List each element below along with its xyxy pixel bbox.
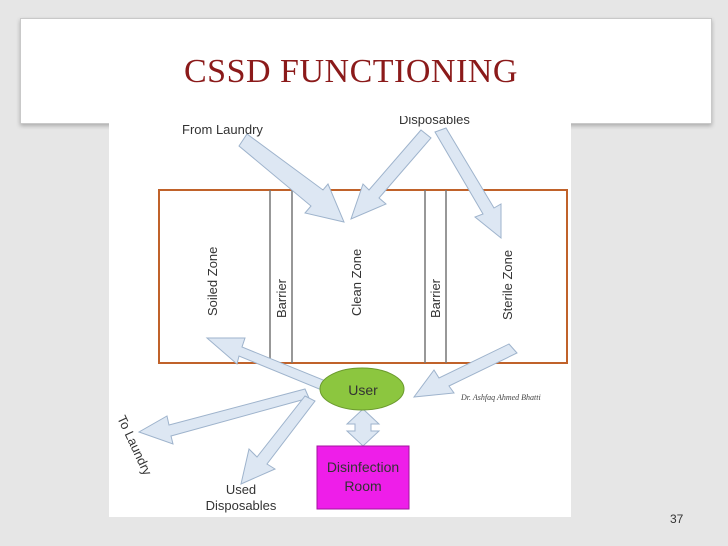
soiled-zone-label: Soiled Zone [205, 247, 220, 316]
arrow-sterile-to-user [412, 343, 518, 398]
arrow-disposables-to-sterile [434, 127, 502, 240]
barrier-2-label: Barrier [428, 278, 443, 318]
barrier-lines-1 [269, 190, 293, 363]
user-label: User [348, 382, 378, 398]
title-banner: CSSD FUNCTIONING [20, 18, 712, 124]
arrow-disposables-to-clean [350, 129, 432, 220]
arrow-laundry-to-clean [238, 133, 345, 223]
from-laundry-label: From Laundry [182, 122, 263, 137]
arrow-user-to-laundry [137, 388, 310, 445]
arrow-user-to-used-disposables [240, 395, 316, 485]
diagram-canvas: .arr { fill: #dde7f3; stroke: #9eb3cc; s… [114, 116, 568, 513]
sterile-zone-label: Sterile Zone [500, 250, 515, 320]
to-laundry-label: To Laundry [114, 413, 155, 478]
disinfection-room-line2: Room [344, 478, 381, 494]
barrier-lines-2 [424, 190, 447, 363]
arrow-user-to-soiled [205, 337, 334, 394]
clean-zone-label: Clean Zone [349, 249, 364, 316]
slide-number: 37 [670, 512, 684, 526]
used-disposables-line1: Used [226, 482, 256, 497]
user-node [319, 367, 405, 411]
disinfection-room-line1: Disinfection [327, 459, 399, 475]
slide-title: CSSD FUNCTIONING [184, 53, 518, 90]
barrier-1-label: Barrier [274, 278, 289, 318]
disinfection-room-node [316, 445, 410, 510]
author-credit: Dr. Ashfaq Ahmed Bhatti [460, 393, 541, 402]
disposables-label: Disposables [399, 116, 470, 127]
used-disposables-line2: Disposables [206, 498, 277, 513]
arrow-user-disinfection-double [345, 408, 381, 447]
cssd-diagram: .arr { fill: #dde7f3; stroke: #9eb3cc; s… [109, 116, 571, 517]
